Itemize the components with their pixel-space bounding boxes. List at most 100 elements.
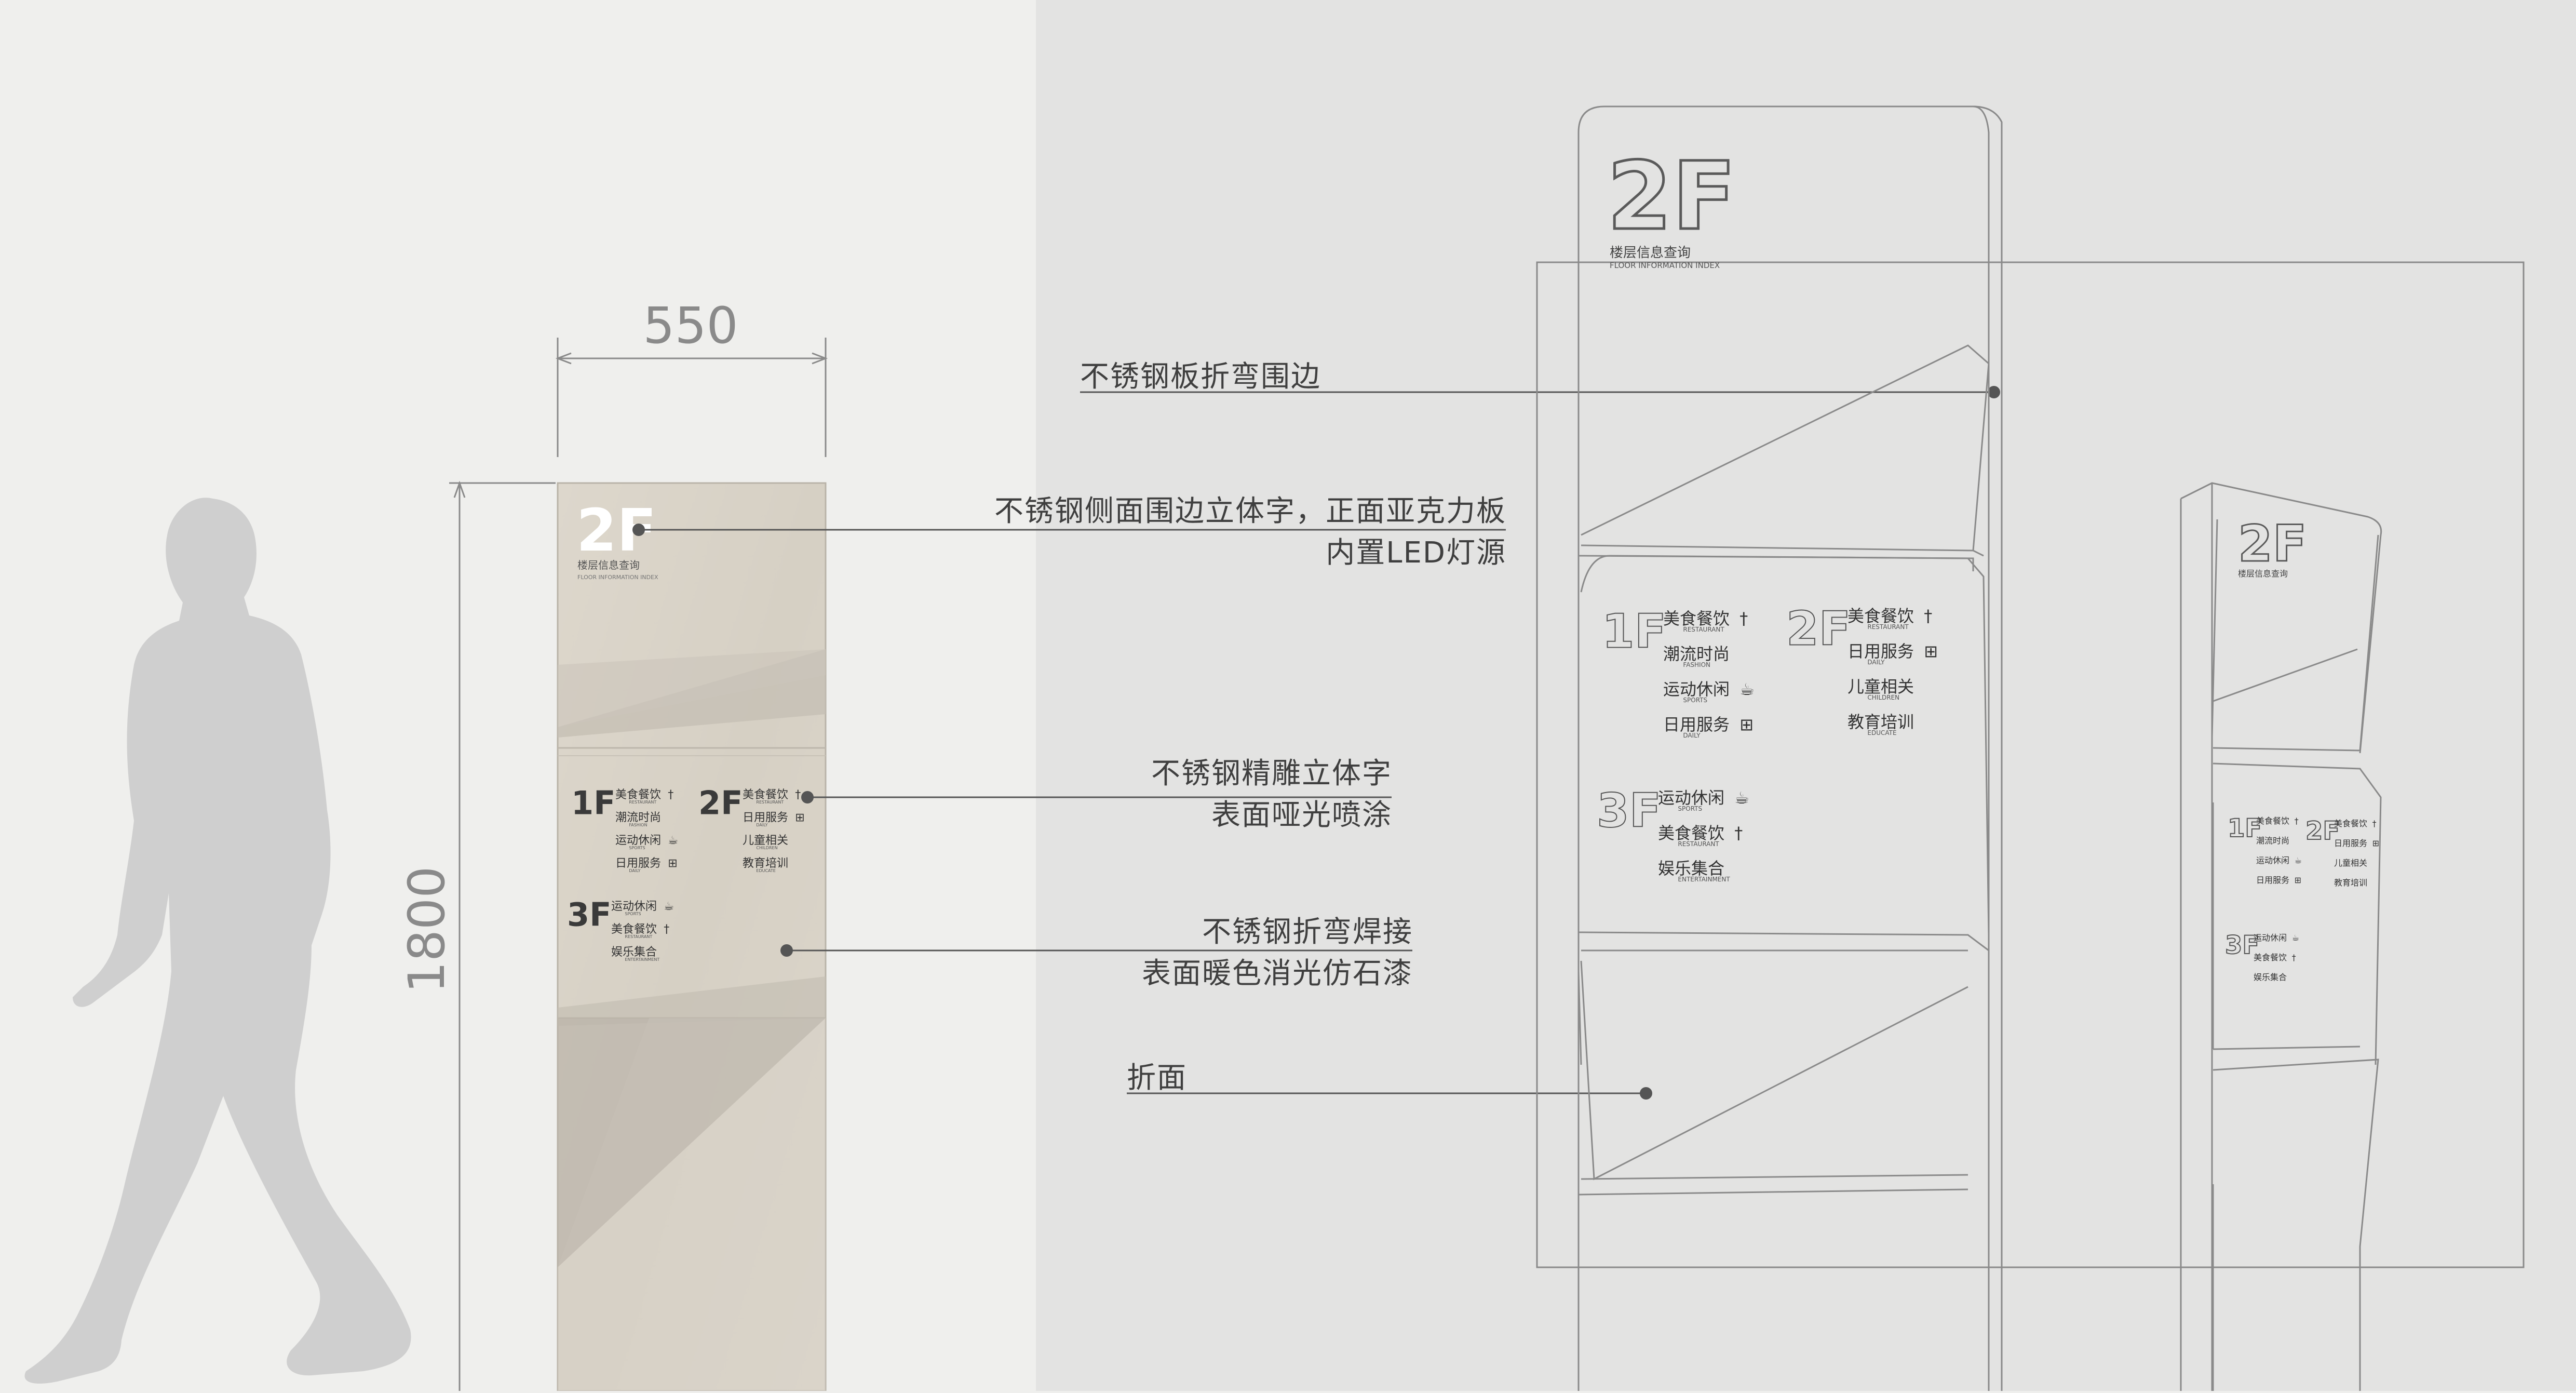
directory-item-cn: 潮流时尚 — [615, 811, 661, 824]
directory-item-cn: 日用服务 — [2256, 875, 2289, 885]
sketch-title-en: FLOOR INFORMATION INDEX — [1610, 261, 1720, 270]
fork-knife-icon: † — [2295, 816, 2299, 826]
fork-knife-icon: † — [1924, 606, 1932, 626]
annotation-3-line-1: 不锈钢精雕立体字 — [1151, 757, 1392, 791]
floor-label: 2F — [698, 784, 743, 822]
front-title-en: FLOOR INFORMATION INDEX — [577, 574, 658, 581]
annotation-5: 折面 — [1127, 1054, 1187, 1096]
cup-icon: ☕ — [1734, 788, 1749, 808]
annotation-1-line-1: 不锈钢板折弯围边 — [1080, 360, 1321, 394]
directory-item-en: SPORTS — [1678, 805, 1702, 812]
directory-item-cn: 娱乐集合 — [1658, 859, 1724, 878]
directory-item-en: SPORTS — [625, 912, 641, 916]
directory-item-cn: 运动休闲 — [2256, 855, 2289, 865]
directory-item-en: EDUCATE — [1867, 729, 1896, 736]
directory-item-cn: 日用服务 — [1663, 715, 1730, 734]
directory-item-cn: 美食餐饮 — [2254, 953, 2287, 962]
directory-item-en: RESTAURANT — [1683, 626, 1724, 633]
width-dimension — [555, 338, 828, 457]
directory-item-cn: 教育培训 — [1847, 712, 1914, 732]
directory-item-en: ENTERTAINMENT — [625, 957, 659, 962]
directory-item-en: ENTERTAINMENT — [1678, 876, 1730, 883]
sketch-title-cn: 楼层信息查询 — [1610, 245, 1691, 261]
annotation-2-line-2: 内置LED灯源 — [1326, 536, 1506, 570]
floor-block-1f: 1F美食餐饮RESTAURANT†潮流时尚FASHION运动休闲SPORTS☕日… — [1601, 604, 1755, 740]
directory-item-cn: 娱乐集合 — [611, 946, 657, 959]
directory-item-en: DAILY — [629, 868, 640, 873]
directory-item-cn: 美食餐饮 — [1663, 609, 1730, 628]
directory-item-cn: 日用服务 — [1847, 641, 1914, 661]
directory-item-cn: 运动休闲 — [1663, 679, 1730, 699]
directory-item-cn: 美食餐饮 — [1658, 823, 1724, 843]
front-elevation-sign — [557, 482, 827, 1392]
annotation-4-line-1: 不锈钢折弯焊接 — [1202, 915, 1413, 949]
right-background — [1036, 0, 2576, 1391]
directory-item-cn: 运动休闲 — [611, 900, 657, 913]
directory-item-en: SPORTS — [1683, 696, 1707, 704]
directory-item-en: SPORTS — [629, 846, 645, 850]
directory-item-cn: 娱乐集合 — [2254, 972, 2287, 982]
annotation-4: 不锈钢折弯焊接 表面暖色消光仿石漆 — [1142, 912, 1413, 995]
cart-icon: ⊞ — [1739, 715, 1754, 734]
fork-knife-icon: † — [795, 788, 801, 801]
directory-item-en: CHILDREN — [1867, 694, 1899, 701]
cart-icon: ⊞ — [668, 857, 677, 870]
annotation-3-line-2: 表面哑光喷涂 — [1211, 798, 1392, 832]
directory-item-en: CHILDREN — [756, 846, 777, 850]
directory-item-en: EDUCATE — [756, 868, 775, 873]
directory-item-en: FASHION — [629, 823, 647, 827]
annotation-1: 不锈钢板折弯围边 — [1080, 353, 1321, 395]
directory-item-cn: 运动休闲 — [615, 834, 661, 847]
annotation-2-line-1: 不锈钢侧面围边立体字，正面亚克力板 — [994, 494, 1506, 528]
directory-item-cn: 运动休闲 — [2254, 933, 2287, 943]
floor-label: 1F — [1602, 605, 1666, 659]
directory-item-cn: 儿童相关 — [1847, 677, 1914, 696]
small-title-cn: 楼层信息查询 — [2238, 569, 2288, 579]
directory-item-en: RESTAURANT — [756, 800, 784, 805]
height-label: 1800 — [398, 866, 456, 993]
floor-label: 2F — [2305, 816, 2340, 846]
directory-item-cn: 运动休闲 — [1658, 788, 1724, 808]
small-directory: 1F美食餐饮†潮流时尚运动休闲☕日用服务⊞2F美食餐饮†日用服务⊞儿童相关教育培… — [2224, 813, 2379, 982]
fork-knife-icon: † — [2292, 953, 2296, 962]
sketch-floor-big: 2F — [1607, 142, 1736, 251]
annotation-4-line-2: 表面暖色消光仿石漆 — [1142, 957, 1413, 990]
cart-icon: ⊞ — [2372, 838, 2379, 848]
annotation-5-line-1: 折面 — [1127, 1061, 1187, 1095]
cup-icon: ☕ — [2292, 933, 2299, 943]
leader-dots — [632, 386, 2000, 1100]
directory-item-en: FASHION — [1683, 661, 1710, 668]
directory-item-cn: 儿童相关 — [2334, 858, 2367, 868]
directory-item-cn: 美食餐饮 — [611, 923, 657, 936]
directory-item-en: RESTAURANT — [1867, 623, 1909, 631]
cup-icon: ☕ — [1739, 679, 1755, 699]
width-label: 550 — [643, 297, 738, 355]
directory-item-cn: 美食餐饮 — [1847, 606, 1914, 626]
fork-knife-icon: † — [2372, 819, 2377, 828]
floor-label: 3F — [1597, 784, 1661, 838]
directory-item-en: DAILY — [1867, 659, 1885, 666]
directory-item-cn: 美食餐饮 — [2256, 816, 2289, 826]
floor-label: 2F — [1786, 602, 1851, 657]
cart-icon: ⊞ — [1924, 641, 1938, 661]
cart-icon: ⊞ — [2295, 875, 2301, 885]
floor-label: 1F — [571, 784, 616, 822]
height-dimension — [449, 480, 556, 1391]
directory-item-cn: 日用服务 — [2334, 838, 2367, 848]
directory-item-cn: 教育培训 — [2334, 878, 2367, 888]
directory-item-en: RESTAURANT — [1678, 840, 1719, 848]
directory-item-cn: 日用服务 — [743, 811, 788, 824]
cup-icon: ☕ — [664, 900, 674, 913]
floor-block-3f: 3F运动休闲SPORTS☕美食餐饮RESTAURANT†娱乐集合ENTERTAI… — [1596, 783, 1749, 883]
directory-item-en: RESTAURANT — [629, 800, 656, 805]
